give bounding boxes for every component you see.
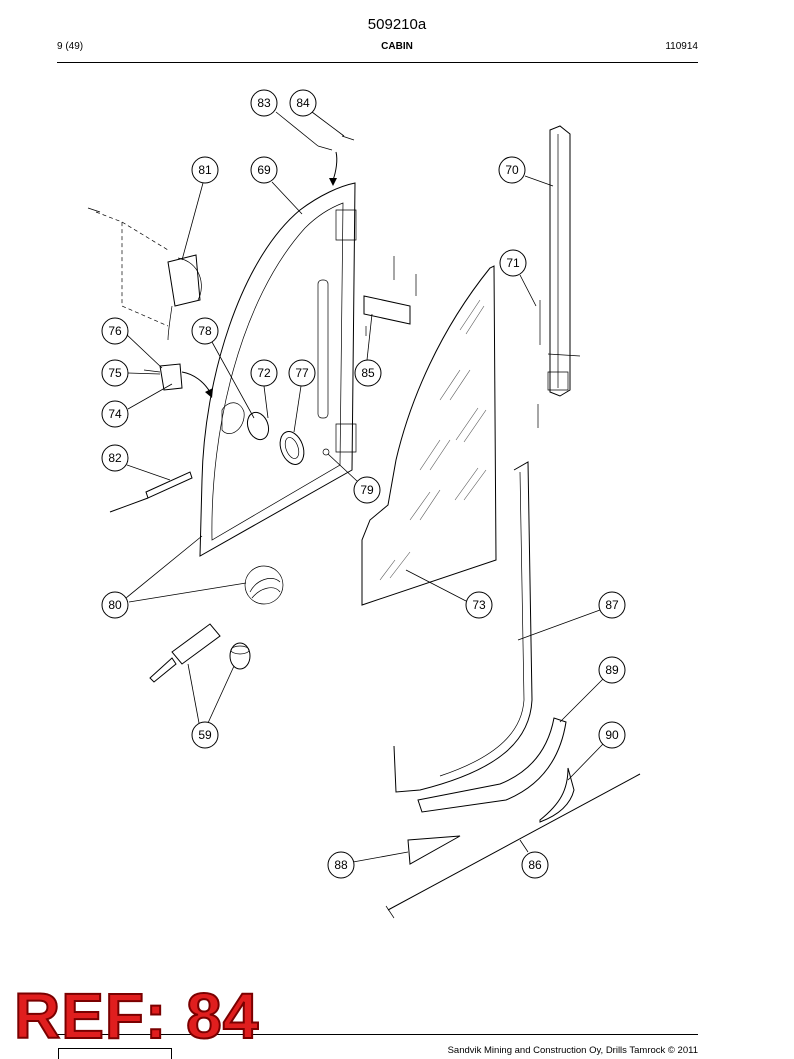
- section-title: CABIN: [381, 41, 413, 52]
- svg-text:69: 69: [257, 163, 271, 177]
- callout-82: 82: [101, 444, 129, 472]
- svg-text:74: 74: [108, 407, 122, 421]
- seal-strip-drawing: [393, 461, 533, 793]
- svg-text:84: 84: [296, 96, 310, 110]
- leader-lines: [125, 111, 605, 863]
- svg-text:71: 71: [506, 256, 520, 270]
- glue-gun-drawing: [149, 623, 251, 683]
- callout-87: 87: [598, 591, 626, 619]
- svg-text:80: 80: [108, 598, 122, 612]
- callout-73: 73: [465, 591, 493, 619]
- svg-text:79: 79: [360, 483, 374, 497]
- callout-79: 79: [353, 476, 381, 504]
- callout-70: 70: [498, 156, 526, 184]
- callout-89: 89: [598, 656, 626, 684]
- svg-text:73: 73: [472, 598, 486, 612]
- sandvik-logo: [58, 1048, 172, 1059]
- svg-text:70: 70: [505, 163, 519, 177]
- date-code: 110914: [665, 41, 698, 52]
- callout-77: 77: [288, 359, 316, 387]
- svg-text:78: 78: [198, 324, 212, 338]
- window-glass-drawing: [361, 265, 497, 606]
- callout-80: 80: [101, 591, 129, 619]
- svg-text:85: 85: [361, 366, 375, 380]
- callout-76: 76: [101, 317, 129, 345]
- svg-text:87: 87: [605, 598, 619, 612]
- callout-78: 78: [191, 317, 219, 345]
- callout-86: 86: [521, 851, 549, 879]
- page-number: 9 (49): [57, 41, 84, 52]
- gas-strut-drawing: [109, 471, 193, 513]
- svg-text:81: 81: [198, 163, 212, 177]
- svg-text:90: 90: [605, 728, 619, 742]
- seal-detail-drawing: [244, 565, 284, 605]
- svg-text:86: 86: [528, 858, 542, 872]
- callout-88: 88: [327, 851, 355, 879]
- bracket-drawing: [363, 256, 417, 336]
- callout-74: 74: [101, 400, 129, 428]
- callout-75: 75: [101, 359, 129, 387]
- svg-text:89: 89: [605, 663, 619, 677]
- svg-text:82: 82: [108, 451, 122, 465]
- footer-rule: [57, 1034, 698, 1035]
- callout-59: 59: [191, 721, 219, 749]
- callout-90: 90: [598, 721, 626, 749]
- lock-ring-drawing: [246, 411, 330, 465]
- handle-drawing: [143, 363, 213, 398]
- callout-81: 81: [191, 156, 219, 184]
- callout-85: 85: [354, 359, 382, 387]
- ref-stamp: REF: 84: [13, 980, 260, 1052]
- copyright-text: Sandvik Mining and Construction Oy, Dril…: [447, 1045, 698, 1056]
- screw-drawing: [317, 135, 355, 186]
- lock-assembly-drawing: [87, 207, 202, 341]
- svg-text:75: 75: [108, 366, 122, 380]
- svg-text:77: 77: [295, 366, 309, 380]
- callout-83: 83: [250, 89, 278, 117]
- hinge-rail-drawing: [537, 125, 581, 428]
- svg-text:88: 88: [334, 858, 348, 872]
- callout-69: 69: [250, 156, 278, 184]
- document-code: 509210a: [367, 16, 427, 33]
- svg-text:72: 72: [257, 366, 271, 380]
- header-rule: [57, 62, 698, 63]
- callout-71: 71: [499, 249, 527, 277]
- door-frame-drawing: [199, 182, 357, 557]
- svg-text:83: 83: [257, 96, 271, 110]
- svg-text:59: 59: [198, 728, 212, 742]
- sill-parts-drawing: [385, 717, 641, 919]
- svg-text:76: 76: [108, 324, 122, 338]
- callout-72: 72: [250, 359, 278, 387]
- callout-84: 84: [289, 89, 317, 117]
